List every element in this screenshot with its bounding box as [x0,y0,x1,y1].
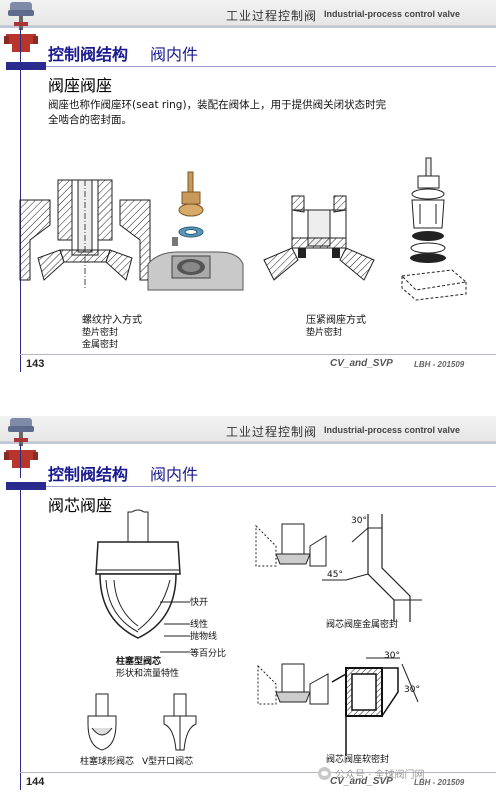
body-line-1: 阀座也称作阀座环(seat ring)，装配在阀体上，用于提供阀关闭状态时完 [48,99,387,111]
angle-45: 45° [327,570,343,580]
slide-title-main: 控制阀结构 [48,465,129,484]
slide-title-sub: 阀内件 [150,45,199,64]
caption-clamped: 压紧阀座方式 垫片密封 [306,314,366,339]
page-number: 143 [26,358,45,370]
soft-seal-thumb-drawing [257,663,329,705]
section-heading: 阀芯阀座 [48,496,113,515]
plug-characteristic-drawing [95,509,181,639]
threaded-seat-drawing [19,179,151,290]
title-underline [46,66,496,67]
plug-title: 柱塞型阀芯 [116,657,162,667]
left-rule-top [20,444,21,478]
v-port-plug-drawing [163,693,197,751]
footer-rule [20,354,496,355]
footer-lbh: LBH - 201509 [414,778,465,787]
plug-subtitle: 形状和流量特性 [116,669,180,679]
page-number: 144 [26,776,45,788]
body-line-2: 全啮合的密封面。 [48,114,132,126]
angle-30-bottom: 30° [384,651,400,661]
slide-144: 工业过程控制阀 Industrial-process control valve… [0,416,496,794]
header-title-cn: 工业过程控制阀 [226,9,318,23]
header-band [0,0,496,26]
footer-cv: CV_and_SVP [330,358,393,369]
watermark: 公众号 · 全球阀门网 [318,766,425,781]
curve-parabolic-label: 抛物线 [190,632,218,642]
v-port-plug-caption: V型开口阀芯 [142,757,194,767]
header-title-en: Industrial-process control valve [324,9,461,19]
metal-seal-thumb-drawing [255,523,327,567]
soft-seal-section-drawing [331,657,419,756]
caption-threaded-metal: 金属密封 [82,340,119,350]
clamped-seat-exploded-drawing [400,157,468,301]
left-rule [20,490,21,790]
slide-143: 工业过程控制阀 Industrial-process control valve… [0,0,496,378]
watermark-text: 公众号 · 全球阀门网 [335,770,425,781]
curve-leader-lines [160,601,190,653]
body-paragraph: 阀座也称作阀座环(seat ring)，装配在阀体上，用于提供阀关闭状态时完 全… [48,98,468,128]
header-rule [0,442,496,444]
clamped-seat-drawing [263,195,375,281]
header-band [0,416,496,442]
slide-gap [0,378,496,416]
wechat-icon [318,767,331,780]
metal-seal-caption: 阀芯阀座金属密封 [326,620,399,630]
valve-logo-icon [4,418,38,468]
soft-seal-caption: 阀芯阀座软密封 [326,755,390,765]
footer-rule [20,772,496,773]
footer-cv: CV_and_SVP [330,776,393,787]
ball-plug-drawing [87,693,117,751]
valve-logo-icon [4,2,38,52]
title-accent-bar [6,62,46,70]
caption-clamped-gasket: 垫片密封 [306,328,343,338]
header-title-cn: 工业过程控制阀 [226,425,318,439]
header-title-en: Industrial-process control valve [324,425,461,435]
caption-threaded-title: 螺纹拧入方式 [82,315,142,326]
header-rule [0,26,496,28]
section-heading: 阀座阀座 [48,76,113,95]
angle-30-side: 30° [404,685,420,695]
footer-lbh: LBH - 201509 [414,360,465,369]
caption-clamped-title: 压紧阀座方式 [306,315,366,326]
threaded-seat-exploded-drawing [147,171,244,291]
left-rule-top [20,28,21,62]
curve-equal-label: 等百分比 [190,649,227,659]
angle-30-top: 30° [351,516,367,526]
curve-fast-label: 快开 [190,598,209,608]
title-underline [46,486,496,487]
slide-title-sub: 阀内件 [150,465,199,484]
caption-threaded-gasket: 垫片密封 [82,328,119,338]
title-accent-bar [6,482,46,490]
caption-threaded: 螺纹拧入方式 垫片密封 金属密封 [82,314,142,351]
ball-plug-caption: 柱塞球形阀芯 [80,757,135,767]
curve-linear-label: 线性 [190,620,209,630]
metal-seal-angle-drawing [322,514,422,622]
slide-title-main: 控制阀结构 [48,45,129,64]
